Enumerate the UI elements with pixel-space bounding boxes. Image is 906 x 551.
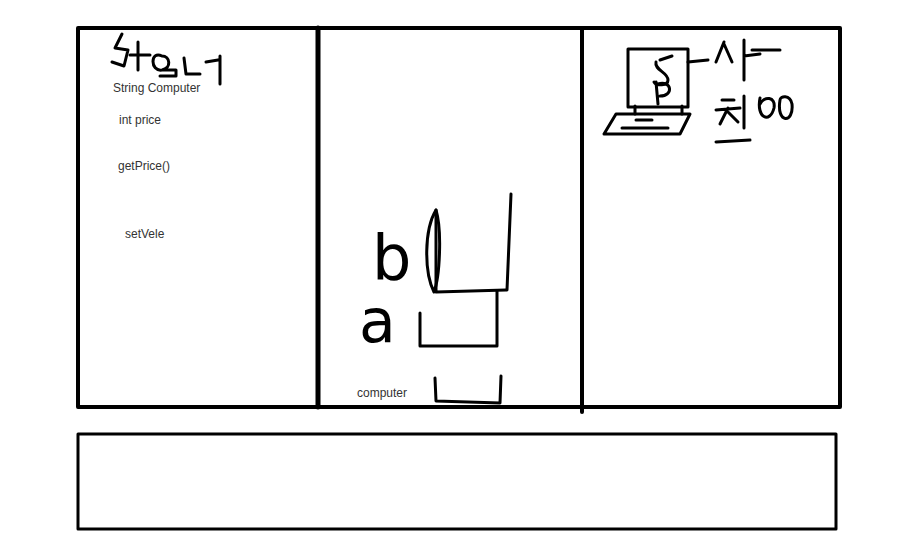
variable-label: computer: [357, 386, 407, 400]
handwritten-letter: b: [372, 227, 411, 289]
method-name: getPrice(): [118, 159, 170, 173]
field-declaration: int price: [119, 113, 161, 127]
handwriting-scribble: [112, 34, 792, 403]
handwritten-letter: a: [359, 291, 396, 351]
panel: String Computer int price getPrice() setVel…: [80, 30, 316, 405]
method-name: setVele: [125, 227, 164, 241]
frame: [78, 28, 840, 529]
class-declaration: String Computer: [113, 81, 200, 95]
